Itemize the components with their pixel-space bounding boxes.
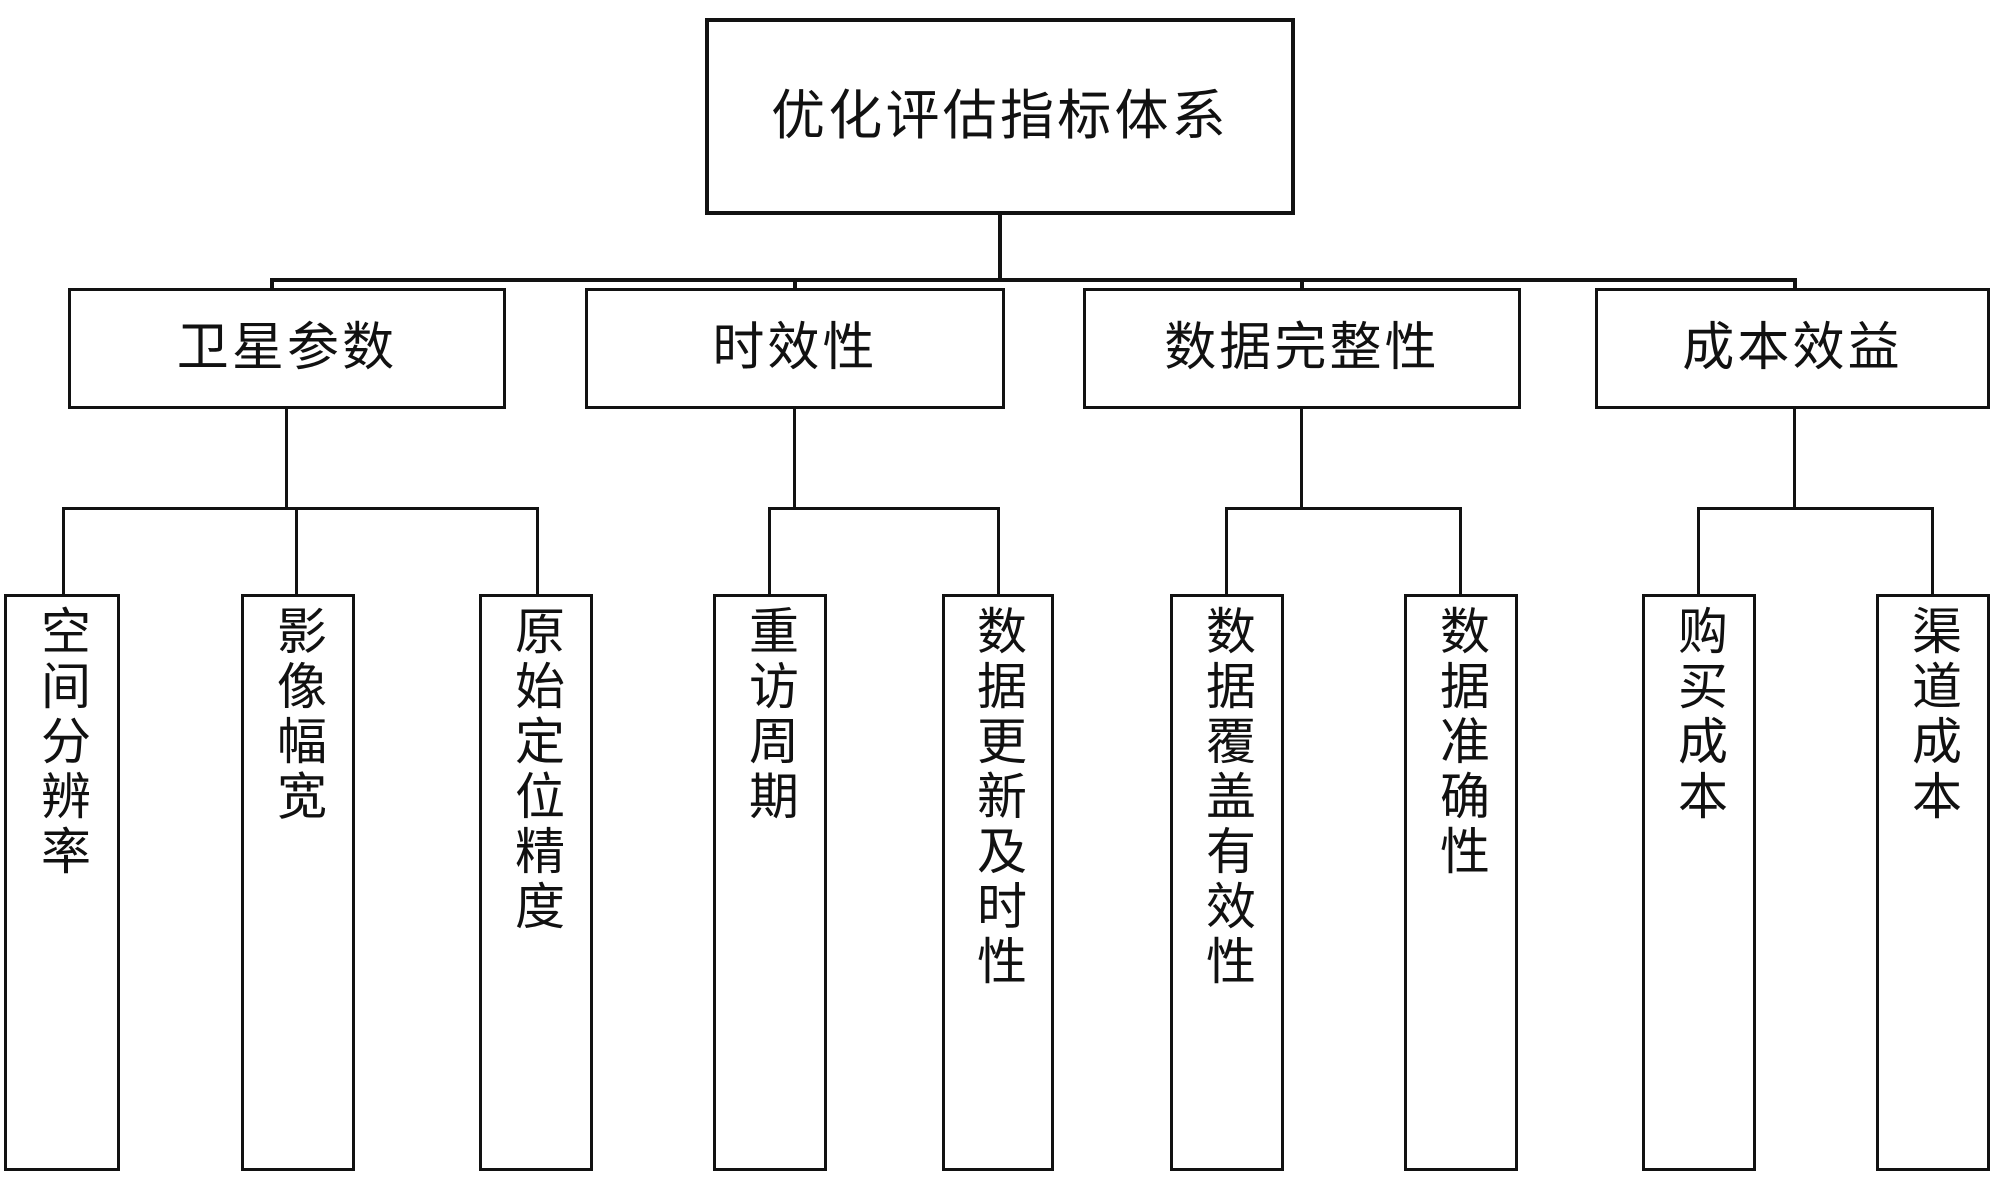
connector-drop-leaf-1-1	[997, 507, 1000, 597]
node-branch-0-label: 卫星参数	[176, 319, 398, 377]
connector-drop-leaf-3-0	[1697, 507, 1700, 597]
node-leaf-0-1-label: 影像幅宽	[270, 605, 326, 825]
node-branch-data-integrity[interactable]: 数据完整性	[1083, 288, 1521, 409]
node-leaf-purchase-cost[interactable]: 购买成本	[1642, 594, 1756, 1171]
connector-drop-branch-3	[1793, 278, 1797, 290]
connector-bar-branch-2	[1225, 507, 1462, 510]
node-leaf-channel-cost[interactable]: 渠道成本	[1876, 594, 1990, 1171]
node-leaf-data-accuracy[interactable]: 数据准确性	[1404, 594, 1518, 1171]
connector-drop-leaf-1-0	[768, 507, 771, 597]
node-leaf-3-0-label: 购买成本	[1671, 605, 1727, 825]
connector-level1-bar	[270, 278, 1797, 282]
connector-root-stem	[998, 215, 1002, 280]
node-leaf-0-0-label: 空间分辨率	[34, 605, 90, 880]
node-branch-cost-benefit[interactable]: 成本效益	[1595, 288, 1990, 409]
node-leaf-2-1-label: 数据准确性	[1433, 605, 1489, 880]
node-branch-2-label: 数据完整性	[1164, 319, 1440, 377]
node-branch-timeliness[interactable]: 时效性	[585, 288, 1005, 409]
node-leaf-3-1-label: 渠道成本	[1905, 605, 1961, 825]
connector-drop-branch-1	[793, 278, 797, 290]
node-branch-3-label: 成本效益	[1682, 319, 1903, 377]
connector-drop-leaf-0-1	[295, 507, 298, 597]
connector-bar-branch-3	[1697, 507, 1934, 510]
node-leaf-1-1-label: 数据更新及时性	[970, 605, 1026, 990]
node-root[interactable]: 优化评估指标体系	[705, 18, 1295, 215]
node-leaf-data-update-timeliness[interactable]: 数据更新及时性	[942, 594, 1054, 1171]
connector-bar-branch-0	[62, 507, 539, 510]
node-branch-satellite-parameters[interactable]: 卫星参数	[68, 288, 506, 409]
connector-drop-leaf-0-2	[536, 507, 539, 597]
node-leaf-1-0-label: 重访周期	[742, 605, 798, 825]
connector-stem-branch-3	[1793, 409, 1796, 509]
node-root-label: 优化评估指标体系	[771, 85, 1229, 146]
connector-drop-leaf-0-0	[62, 507, 65, 597]
connector-stem-branch-0	[285, 409, 288, 509]
connector-drop-leaf-2-0	[1225, 507, 1228, 597]
connector-bar-branch-1	[768, 507, 1000, 510]
node-leaf-raw-positioning-accuracy[interactable]: 原始定位精度	[479, 594, 593, 1171]
connector-drop-leaf-3-1	[1931, 507, 1934, 597]
node-leaf-spatial-resolution[interactable]: 空间分辨率	[4, 594, 120, 1171]
node-branch-1-label: 时效性	[712, 319, 878, 377]
connector-drop-leaf-2-1	[1459, 507, 1462, 597]
connector-stem-branch-1	[793, 409, 796, 509]
node-leaf-0-2-label: 原始定位精度	[508, 605, 564, 935]
node-leaf-data-coverage-validity[interactable]: 数据覆盖有效性	[1170, 594, 1284, 1171]
node-leaf-image-swath-width[interactable]: 影像幅宽	[241, 594, 355, 1171]
connector-drop-branch-0	[270, 278, 274, 290]
node-leaf-2-0-label: 数据覆盖有效性	[1199, 605, 1255, 990]
connector-stem-branch-2	[1300, 409, 1303, 509]
connector-drop-branch-2	[1300, 278, 1304, 290]
node-leaf-revisit-cycle[interactable]: 重访周期	[713, 594, 827, 1171]
